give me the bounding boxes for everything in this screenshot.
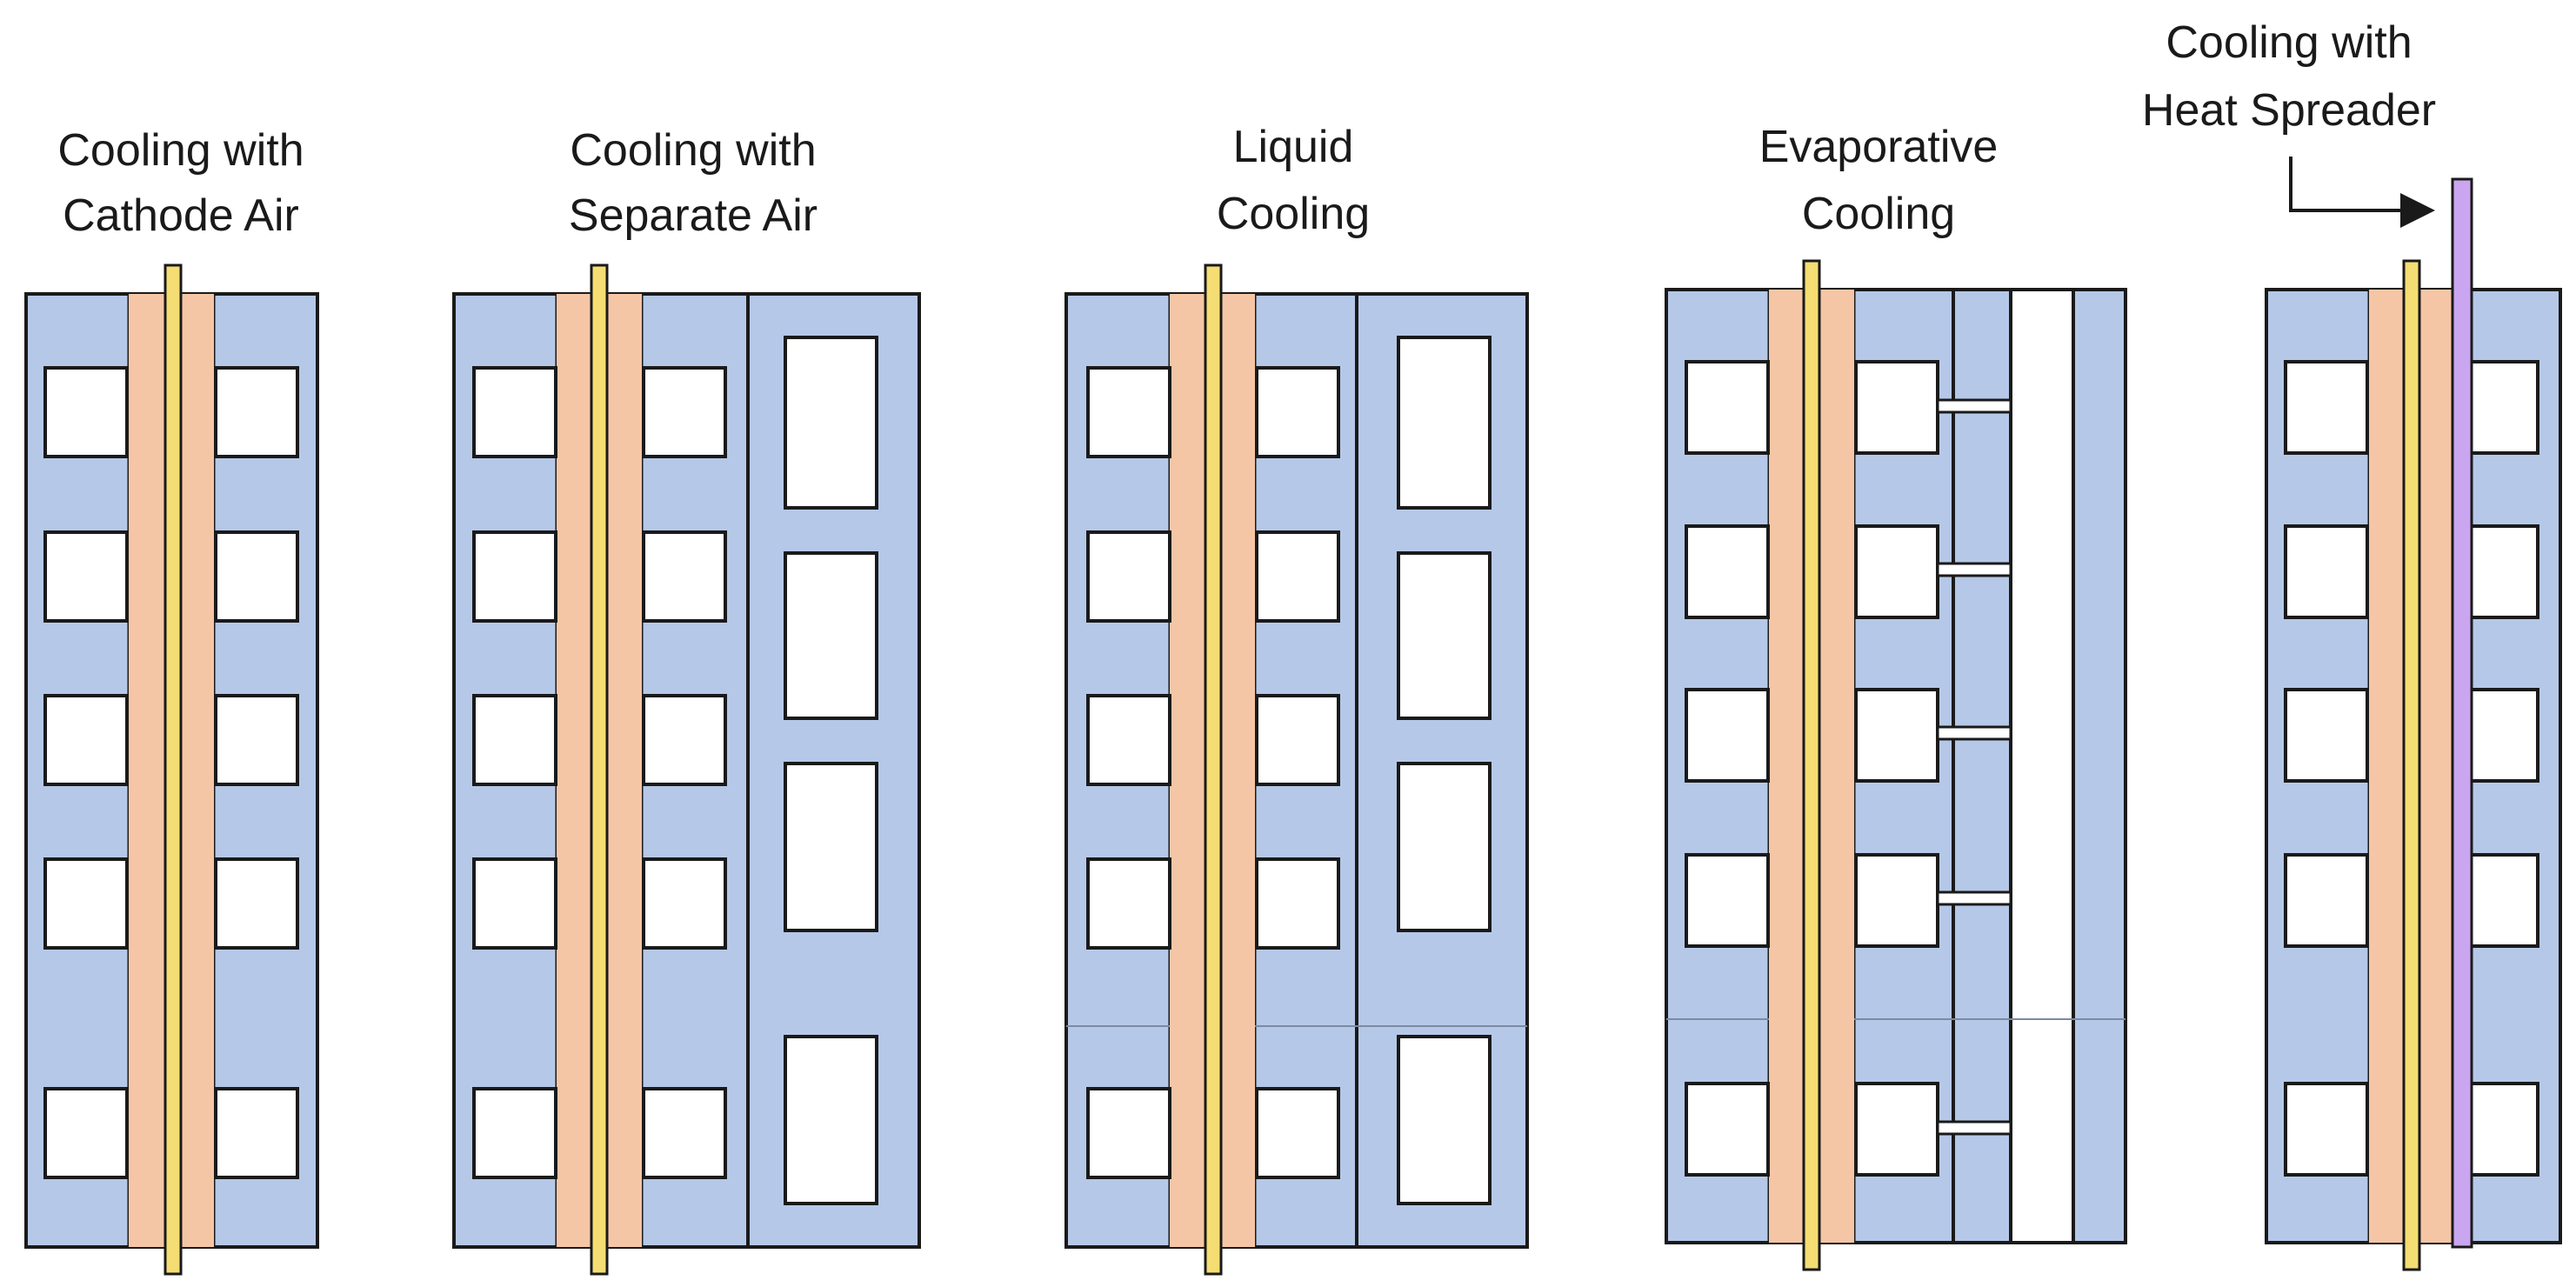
anode-channels (43, 366, 129, 1179)
flow-channel (1854, 688, 1939, 783)
cooling-channel (784, 551, 878, 720)
evaporation-channel (2009, 288, 2075, 1244)
panel-separate-air: Cooling with Separate Air (452, 125, 921, 1276)
flow-channel (1685, 688, 1770, 783)
catalyst-layer (164, 263, 183, 1276)
panel-title-line-2: Cooling (1802, 189, 1955, 239)
flow-channel (214, 857, 299, 950)
cathode-channels (1854, 360, 1939, 1177)
cathode-channels (642, 366, 727, 1179)
panel-heat-spreader: Cooling with Heat Spreader (2142, 17, 2562, 1271)
flow-channel (1854, 360, 1939, 455)
wick-connector (1936, 725, 2012, 741)
flow-channel (43, 857, 129, 950)
flow-channel (2284, 1082, 2369, 1177)
panel-title-line-1: Cooling with (57, 125, 304, 176)
flow-channel (1854, 853, 1939, 948)
panel-title-line-1: Evaporative (1759, 122, 1999, 172)
flow-channel (642, 694, 727, 786)
flow-channel (2284, 360, 2369, 455)
catalyst-layer (1204, 263, 1223, 1276)
flow-channel (1854, 1082, 1939, 1177)
flow-channel (1854, 524, 1939, 619)
flow-channel (1255, 694, 1340, 786)
flow-channel (472, 857, 557, 950)
panel-title-line-1: Cooling with (2166, 17, 2412, 68)
panel-cathode-air: Cooling with Cathode Air (24, 125, 319, 1276)
wick-connector (1936, 890, 2012, 906)
anode-channels (1685, 360, 1770, 1177)
flow-channel (1255, 1087, 1340, 1179)
panel-title-line-2: Separate Air (569, 190, 818, 241)
panel-title-line-2: Cathode Air (63, 190, 299, 241)
heat-spreader (2451, 177, 2473, 1249)
flow-channel (472, 1087, 557, 1179)
flow-channel (472, 694, 557, 786)
flow-channel (43, 530, 129, 623)
flow-channel (1685, 853, 1770, 948)
flow-channel (1685, 524, 1770, 619)
anode-channels (472, 366, 557, 1179)
cooling-channel (784, 1035, 878, 1205)
wick-connector (1936, 398, 2012, 414)
flow-channel (1086, 530, 1171, 623)
flow-channel (1685, 1082, 1770, 1177)
flow-channel (472, 530, 557, 623)
flow-channel (2284, 688, 2369, 783)
pointer-arrow (2289, 157, 2435, 228)
panel-evaporative: Evaporative Cooling (1665, 122, 2127, 1271)
flow-channel (214, 366, 299, 458)
catalyst-layer (2402, 259, 2421, 1271)
wick-connector (1936, 1120, 2012, 1136)
wick-connector (1936, 562, 2012, 577)
flow-channel (1255, 366, 1340, 458)
cooling-channel (784, 336, 878, 510)
flow-channel (472, 366, 557, 458)
wick-connectors (1936, 398, 2012, 1136)
flow-channel (1086, 857, 1171, 950)
flow-channel (2284, 853, 2369, 948)
panel-liquid: Liquid Cooling (1064, 122, 1529, 1276)
flow-channel (43, 694, 129, 786)
cathode-channels (214, 366, 299, 1179)
cooling-channel (1397, 1035, 1492, 1205)
catalyst-layer (1802, 259, 1821, 1271)
panel-title-line-1: Cooling with (570, 125, 816, 176)
flow-channel (642, 1087, 727, 1179)
flow-channel (43, 1087, 129, 1179)
cooling-channel (1397, 762, 1492, 932)
catalyst-layer (590, 263, 609, 1276)
cooling-channel (1397, 551, 1492, 720)
flow-channel (1086, 694, 1171, 786)
flow-channel (1086, 366, 1171, 458)
flow-channel (642, 366, 727, 458)
anode-channels (2284, 360, 2369, 1177)
flow-channel (1255, 530, 1340, 623)
flow-channel (642, 530, 727, 623)
flow-channel (642, 857, 727, 950)
panel-title-line-2: Heat Spreader (2142, 85, 2436, 136)
cooling-channel (1397, 336, 1492, 510)
cathode-channels (1255, 366, 1340, 1179)
flow-channel (214, 1087, 299, 1179)
anode-channels (1086, 366, 1171, 1179)
flow-channel (1685, 360, 1770, 455)
flow-channel (1086, 1087, 1171, 1179)
flow-channel (214, 694, 299, 786)
panel-title-line-2: Cooling (1217, 189, 1370, 239)
flow-channel (43, 366, 129, 458)
liquid-coolant-channels (1397, 336, 1492, 1205)
flow-channel (1255, 857, 1340, 950)
cooling-channel (784, 762, 878, 932)
flow-channel (2284, 524, 2369, 619)
panel-title-line-1: Liquid (1233, 122, 1354, 172)
cooling-air-channels (784, 336, 878, 1205)
flow-channel (214, 530, 299, 623)
